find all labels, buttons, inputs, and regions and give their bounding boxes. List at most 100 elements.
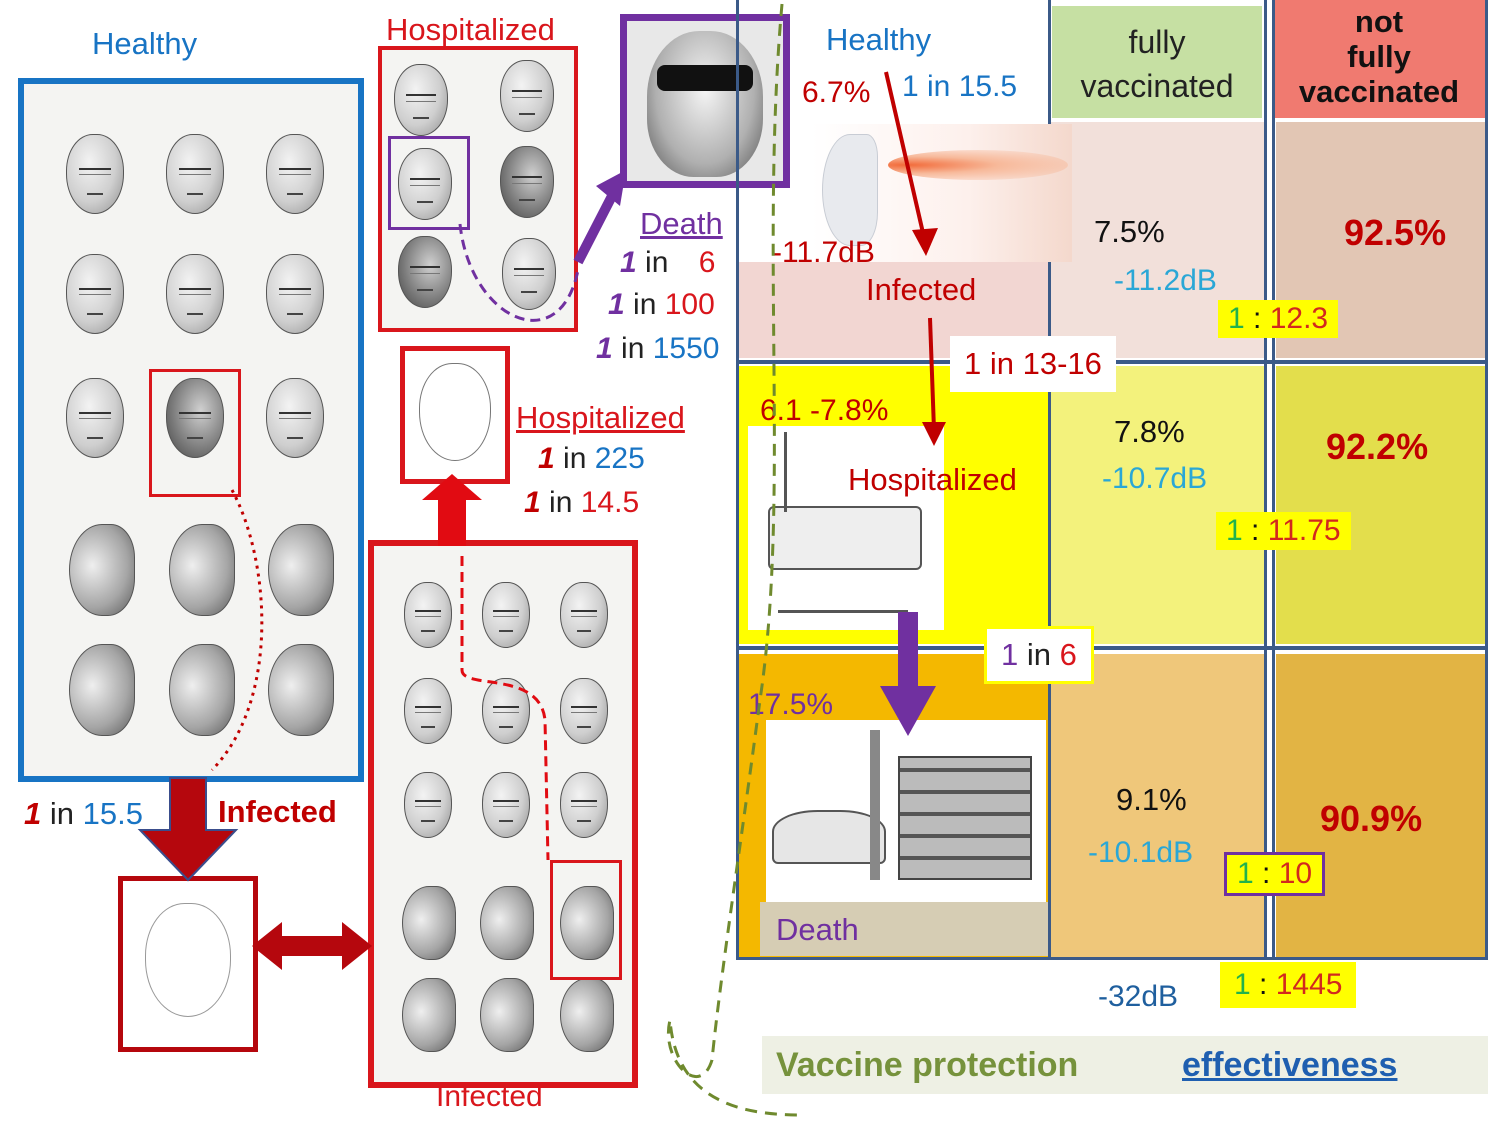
in-word: in (633, 288, 657, 321)
portrait-head (647, 31, 763, 177)
healthy-label-right: Healthy (826, 22, 932, 57)
head-outline (145, 903, 231, 1017)
ratio-sep: : (1259, 968, 1268, 1001)
ratio-b: 11.75 (1267, 514, 1341, 547)
profile-sketch (169, 524, 235, 616)
face-sketch (398, 236, 452, 308)
profile-sketch (268, 644, 334, 736)
one-numeral: 1 (620, 246, 637, 279)
row-hospitalized-vaccinated (1050, 366, 1264, 644)
hospital-bed-illustration (748, 426, 944, 630)
face-sketch (482, 772, 530, 838)
one-numeral: 1 (596, 332, 613, 365)
death-title: Death (640, 206, 723, 241)
hospitalized-rate-1: 1 in 225 (538, 442, 645, 476)
in-word: in (49, 796, 75, 831)
row-death-vaccinated (1050, 654, 1264, 960)
iv-pole (784, 432, 787, 512)
sneeze-illustration (812, 124, 1072, 262)
profile-sketch (480, 886, 534, 960)
ratio-a: 1 (1234, 968, 1251, 1001)
face-sketch (482, 582, 530, 648)
grid-line (1272, 0, 1275, 960)
hospitalized-face-highlight (388, 136, 470, 230)
death-unvaccinated-pct: 90.9% (1320, 798, 1423, 839)
footer-title-part2: effectiveness (1182, 1046, 1398, 1084)
ratio-b: 10 (1278, 857, 1313, 890)
profile-sketch (402, 978, 456, 1052)
death-ratio: 1 : 10 (1224, 852, 1326, 896)
header-label: fully vaccinated (1080, 24, 1234, 104)
face-sketch (404, 582, 452, 648)
face-sketch (166, 378, 224, 458)
healthy-population-panel (18, 78, 364, 782)
hospital-vaccinated-db: -10.7dB (1102, 462, 1208, 495)
grid-line (736, 646, 1488, 650)
hospital-ratio: 1 : 11.75 (1216, 512, 1351, 550)
ratio-sep: : (1251, 514, 1260, 547)
hospitalized-faces-panel (378, 46, 578, 332)
face-sketch (560, 678, 608, 744)
transition-text: 1 in 13-16 (964, 346, 1102, 381)
double-arrow (252, 922, 372, 970)
infected-row-label: Infected (866, 272, 977, 307)
rate-value: 225 (594, 442, 645, 475)
in-word: in (549, 486, 573, 519)
hospitalized-title-top: Hospitalized (386, 12, 555, 47)
face-sketch (398, 148, 452, 220)
arrow-infected-hospital (928, 317, 936, 431)
death-row-label: Death (776, 912, 859, 947)
infected-caption: Infected (218, 794, 337, 829)
one-numeral: 1 (538, 442, 555, 475)
infected-population-panel (368, 540, 638, 1088)
hospital-row-label: Hospitalized (848, 462, 1017, 497)
face-sketch (266, 134, 324, 214)
hospitalized-face-highlight (550, 860, 622, 980)
infected-pct-left: 6.7% (802, 76, 871, 110)
face-sketch (166, 254, 224, 334)
ratio-sep: : (1262, 857, 1271, 890)
book-stack (898, 756, 1032, 880)
death-rate-2: 1 in 100 (608, 288, 715, 322)
in-word: in (621, 332, 645, 365)
profile-sketch (169, 644, 235, 736)
dashed-death-path (458, 223, 580, 322)
hospital-pct-left: 6.1 -7.8% (760, 394, 889, 427)
profile-sketch (69, 524, 135, 616)
ratio-b: 1445 (1275, 968, 1343, 1001)
face-sketch (404, 772, 452, 838)
death-rate-3: 1 in 1550 (596, 332, 719, 366)
dashed-hospital-path (460, 556, 550, 861)
transition-a: 1 (1001, 637, 1019, 672)
ratio-a: 1 (1226, 514, 1243, 547)
header-not-fully-vaccinated: not fully vaccinated (1272, 0, 1486, 118)
hospitalized-head-box (400, 346, 510, 484)
hospitalized-title-mid: Hospitalized (516, 400, 685, 435)
face-sketch (394, 64, 448, 136)
rate-value: 6 (698, 246, 716, 279)
head-outline (419, 363, 491, 461)
ratio-sep: : (1253, 302, 1262, 335)
candle-books-illustration (766, 720, 1046, 904)
row-hospitalized-unvaccinated (1276, 366, 1486, 644)
death-transition-label: 1 in 6 (984, 626, 1094, 684)
droplet-spray (888, 150, 1068, 180)
face-sketch (266, 254, 324, 334)
footer-title: Vaccine protection effectiveness (762, 1036, 1488, 1094)
infected-vaccinated-pct: 7.5% (1094, 214, 1165, 249)
infected-ratio: 1 : 12.3 (1218, 300, 1339, 338)
rate-text: 1 in 15.5 (902, 70, 1018, 103)
profile-sketch (560, 886, 614, 960)
face-silhouette (822, 134, 878, 246)
infected-rate-label: 1 in 15.5 (24, 796, 143, 832)
face-sketch (66, 378, 124, 458)
face-sketch (560, 772, 608, 838)
profile-sketch (480, 978, 534, 1052)
death-vaccinated-pct: 9.1% (1116, 782, 1187, 817)
one-numeral: 1 (24, 796, 42, 831)
rate-value: 100 (664, 288, 715, 321)
bed-wheels (778, 576, 908, 613)
rate-value: 14.5 (580, 486, 640, 519)
face-sketch (500, 60, 554, 132)
